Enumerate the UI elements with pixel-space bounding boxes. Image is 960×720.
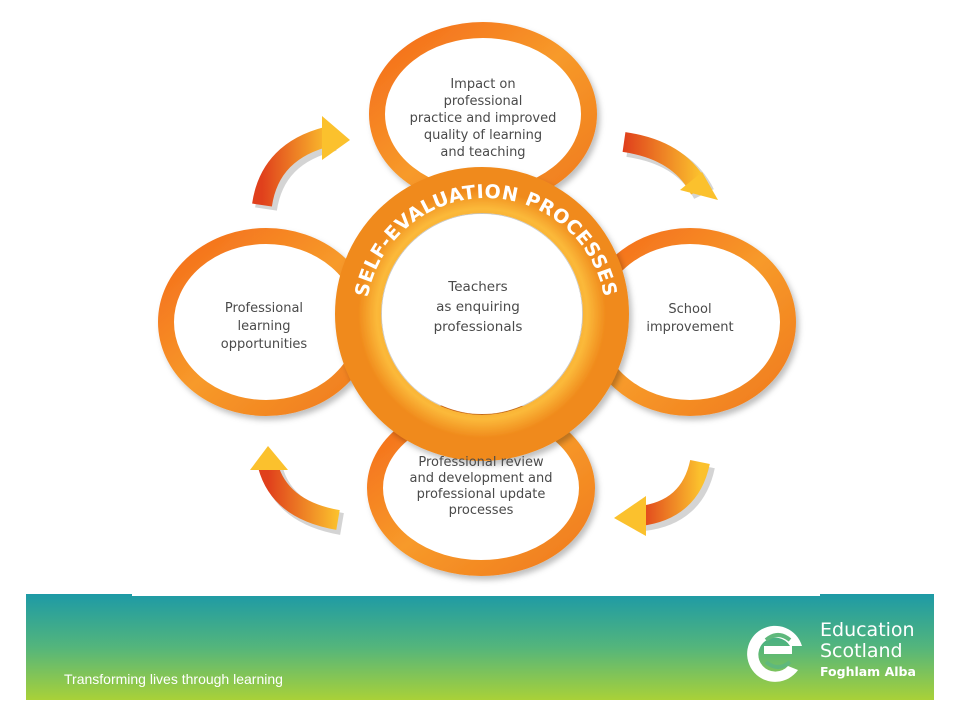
node-left-line-1: Professional <box>225 301 303 316</box>
footer-divider <box>132 594 820 596</box>
center-line-2: as enquiring <box>436 299 520 315</box>
node-left-text: Professional learning opportunities <box>221 301 308 352</box>
brand-gaelic-name: Foghlam Alba <box>820 664 916 679</box>
center-line-3: professionals <box>434 319 523 335</box>
node-bottom-line-2: and development and <box>410 471 553 486</box>
node-right-line-1: School <box>668 302 711 317</box>
node-bottom-line-1: Professional review <box>418 455 544 470</box>
brand-name-line-2: Scotland <box>820 640 903 662</box>
arrow-top-right <box>622 132 718 200</box>
node-left-line-2: learning <box>237 319 290 334</box>
node-bottom-text: Professional review and development and … <box>410 455 553 518</box>
node-right-text: School improvement <box>646 302 733 335</box>
education-scotland-e-icon <box>747 625 802 682</box>
center-ring <box>335 167 629 461</box>
brand-name-line-1: Education <box>820 619 915 641</box>
node-right-line-2: improvement <box>646 320 733 335</box>
node-top-line-2: professional <box>444 94 523 109</box>
education-scotland-logo: Education Scotland Foghlam Alba <box>742 614 922 688</box>
center-line-1: Teachers <box>447 279 507 295</box>
node-bottom-line-3: professional update <box>417 487 546 502</box>
arrow-bottom-left <box>250 446 345 535</box>
footer-tagline: Transforming lives through learning <box>64 671 283 687</box>
self-evaluation-cycle-diagram: SELF-EVALUATION PROCESSES Teachers as en… <box>158 22 796 576</box>
node-top-line-1: Impact on <box>450 77 515 92</box>
node-bottom-line-4: processes <box>449 503 514 518</box>
node-top-line-5: and teaching <box>440 145 525 160</box>
center-text: Teachers as enquiring professionals <box>434 279 523 335</box>
arrow-top-left <box>252 116 350 212</box>
arrow-bottom-right <box>614 459 715 536</box>
node-top-line-4: quality of learning <box>424 128 542 143</box>
node-left-line-3: opportunities <box>221 337 308 352</box>
node-top-text: Impact on professional practice and impr… <box>410 77 557 160</box>
node-top-line-3: practice and improved <box>410 111 557 126</box>
